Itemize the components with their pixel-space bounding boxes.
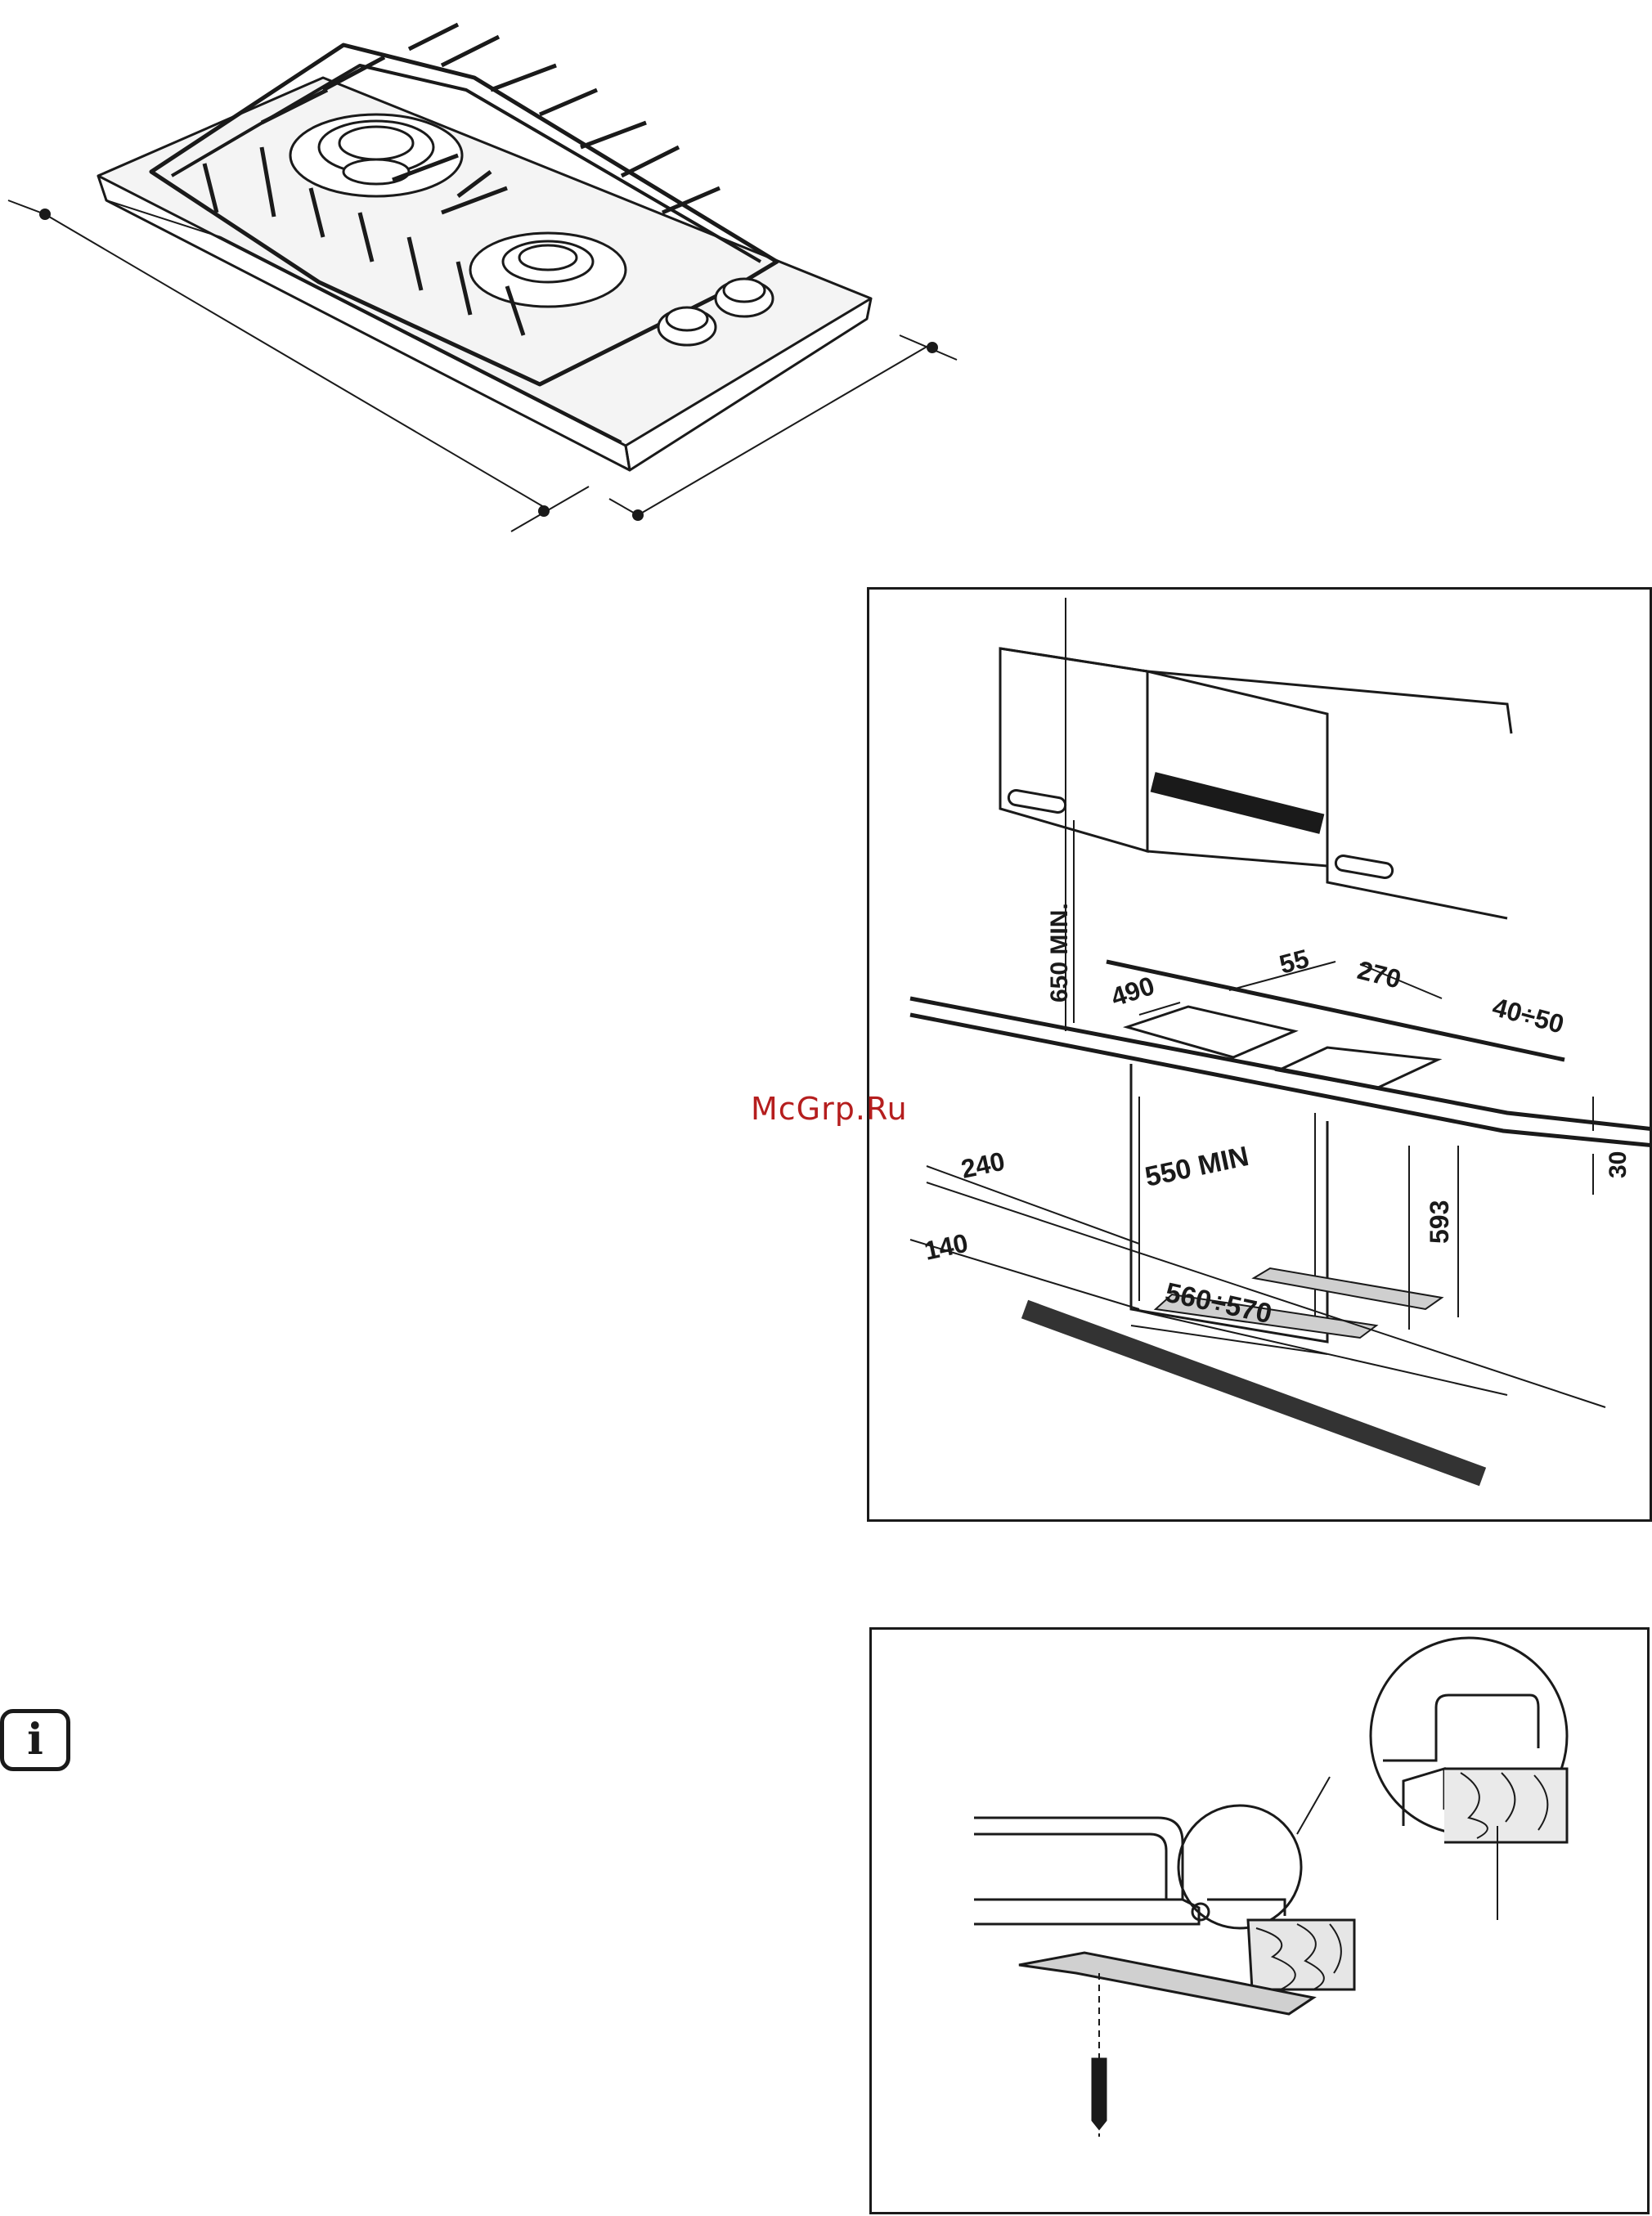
label-550-min: 550 MIN (1142, 1141, 1252, 1193)
installation-drawing: 650 MIN. 490 55 270 40÷50 30 550 MIN 240… (869, 590, 1650, 1519)
fixing-detail-diagram (869, 1627, 1650, 2214)
label-140: 140 (922, 1228, 971, 1266)
watermark-text: McGrp.Ru (751, 1091, 908, 1127)
label-40-50: 40÷50 (1489, 992, 1567, 1039)
label-650-min: 650 MIN. (1046, 903, 1073, 1003)
label-593: 593 (1425, 1200, 1454, 1244)
label-560-570: 560÷570 (1162, 1277, 1274, 1330)
label-490: 490 (1107, 971, 1158, 1012)
label-30: 30 (1605, 1151, 1632, 1178)
label-270: 270 (1354, 955, 1404, 994)
label-55: 55 (1276, 944, 1312, 980)
hob-drawing (0, 0, 965, 548)
fixing-detail-drawing (872, 1630, 1647, 2212)
hob-illustration (0, 0, 965, 548)
info-icon: i (0, 1709, 70, 1771)
info-icon-glyph: i (27, 1719, 43, 1761)
label-240: 240 (958, 1146, 1008, 1184)
installation-diagram: 650 MIN. 490 55 270 40÷50 30 550 MIN 240… (867, 587, 1652, 1522)
